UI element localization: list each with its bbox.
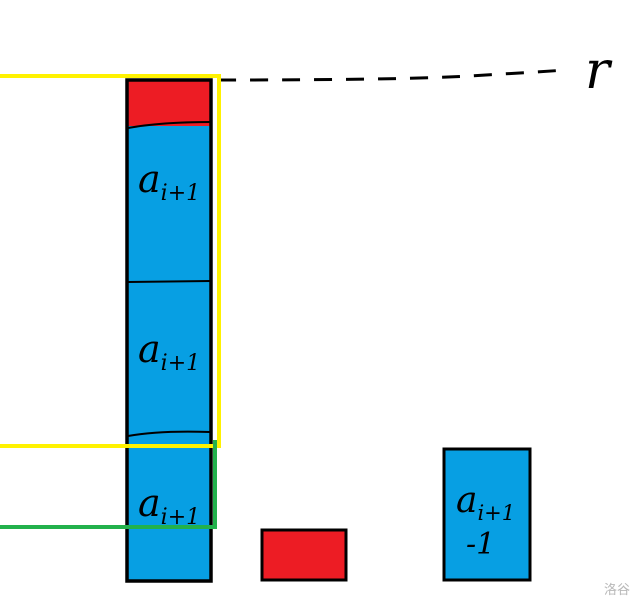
- right-column-block: [442, 447, 532, 582]
- small-red-block: [260, 528, 348, 582]
- block-2-label: ai+1: [138, 327, 200, 376]
- watermark-text: 洛谷: [603, 583, 630, 598]
- green-line: [0, 440, 217, 529]
- tall-column-cap: [128, 80, 210, 128]
- tall-column-block-3: [128, 434, 210, 580]
- tall-column: ai+1 ai+1 ai+1: [125, 78, 213, 583]
- tall-column-block-1: [128, 126, 210, 282]
- tall-column-outline: [125, 78, 213, 583]
- block-divider-2: [127, 430, 211, 437]
- level-label-r: r: [585, 41, 613, 101]
- dashed-level-line: [217, 68, 566, 82]
- block-1-label: ai+1: [138, 157, 200, 206]
- yellow-frame: [0, 74, 221, 448]
- right-column: ai+1 -1: [442, 447, 532, 582]
- tall-column-block-2: [128, 282, 210, 434]
- cap-divider: [127, 121, 211, 129]
- block-divider-1: [127, 280, 211, 283]
- right-column-label: ai+1: [456, 480, 515, 525]
- right-column-second-line: -1: [466, 527, 495, 562]
